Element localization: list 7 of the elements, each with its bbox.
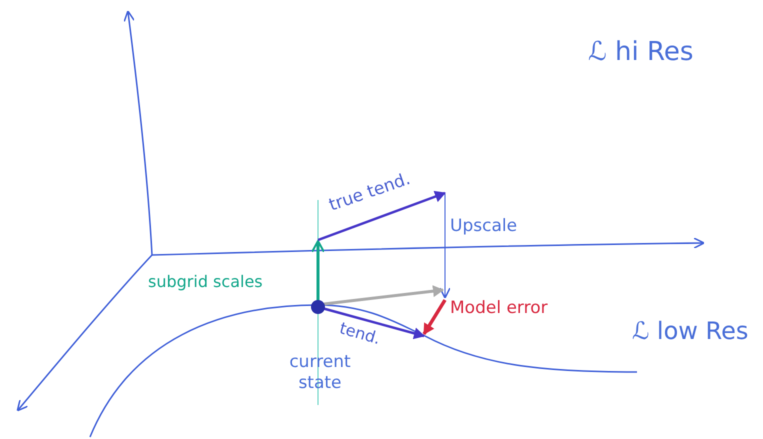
annotation-text: Model error: [450, 298, 549, 320]
annotation-text: true tend.: [326, 168, 414, 217]
annotation-text: ℒ low Res: [632, 316, 750, 346]
annotation-text: subgrid scales: [148, 272, 264, 292]
annotation-text: tend.: [337, 318, 384, 350]
annotation-text: ℒ hi Res: [588, 36, 694, 68]
annotation-text: Upscale: [450, 216, 518, 238]
